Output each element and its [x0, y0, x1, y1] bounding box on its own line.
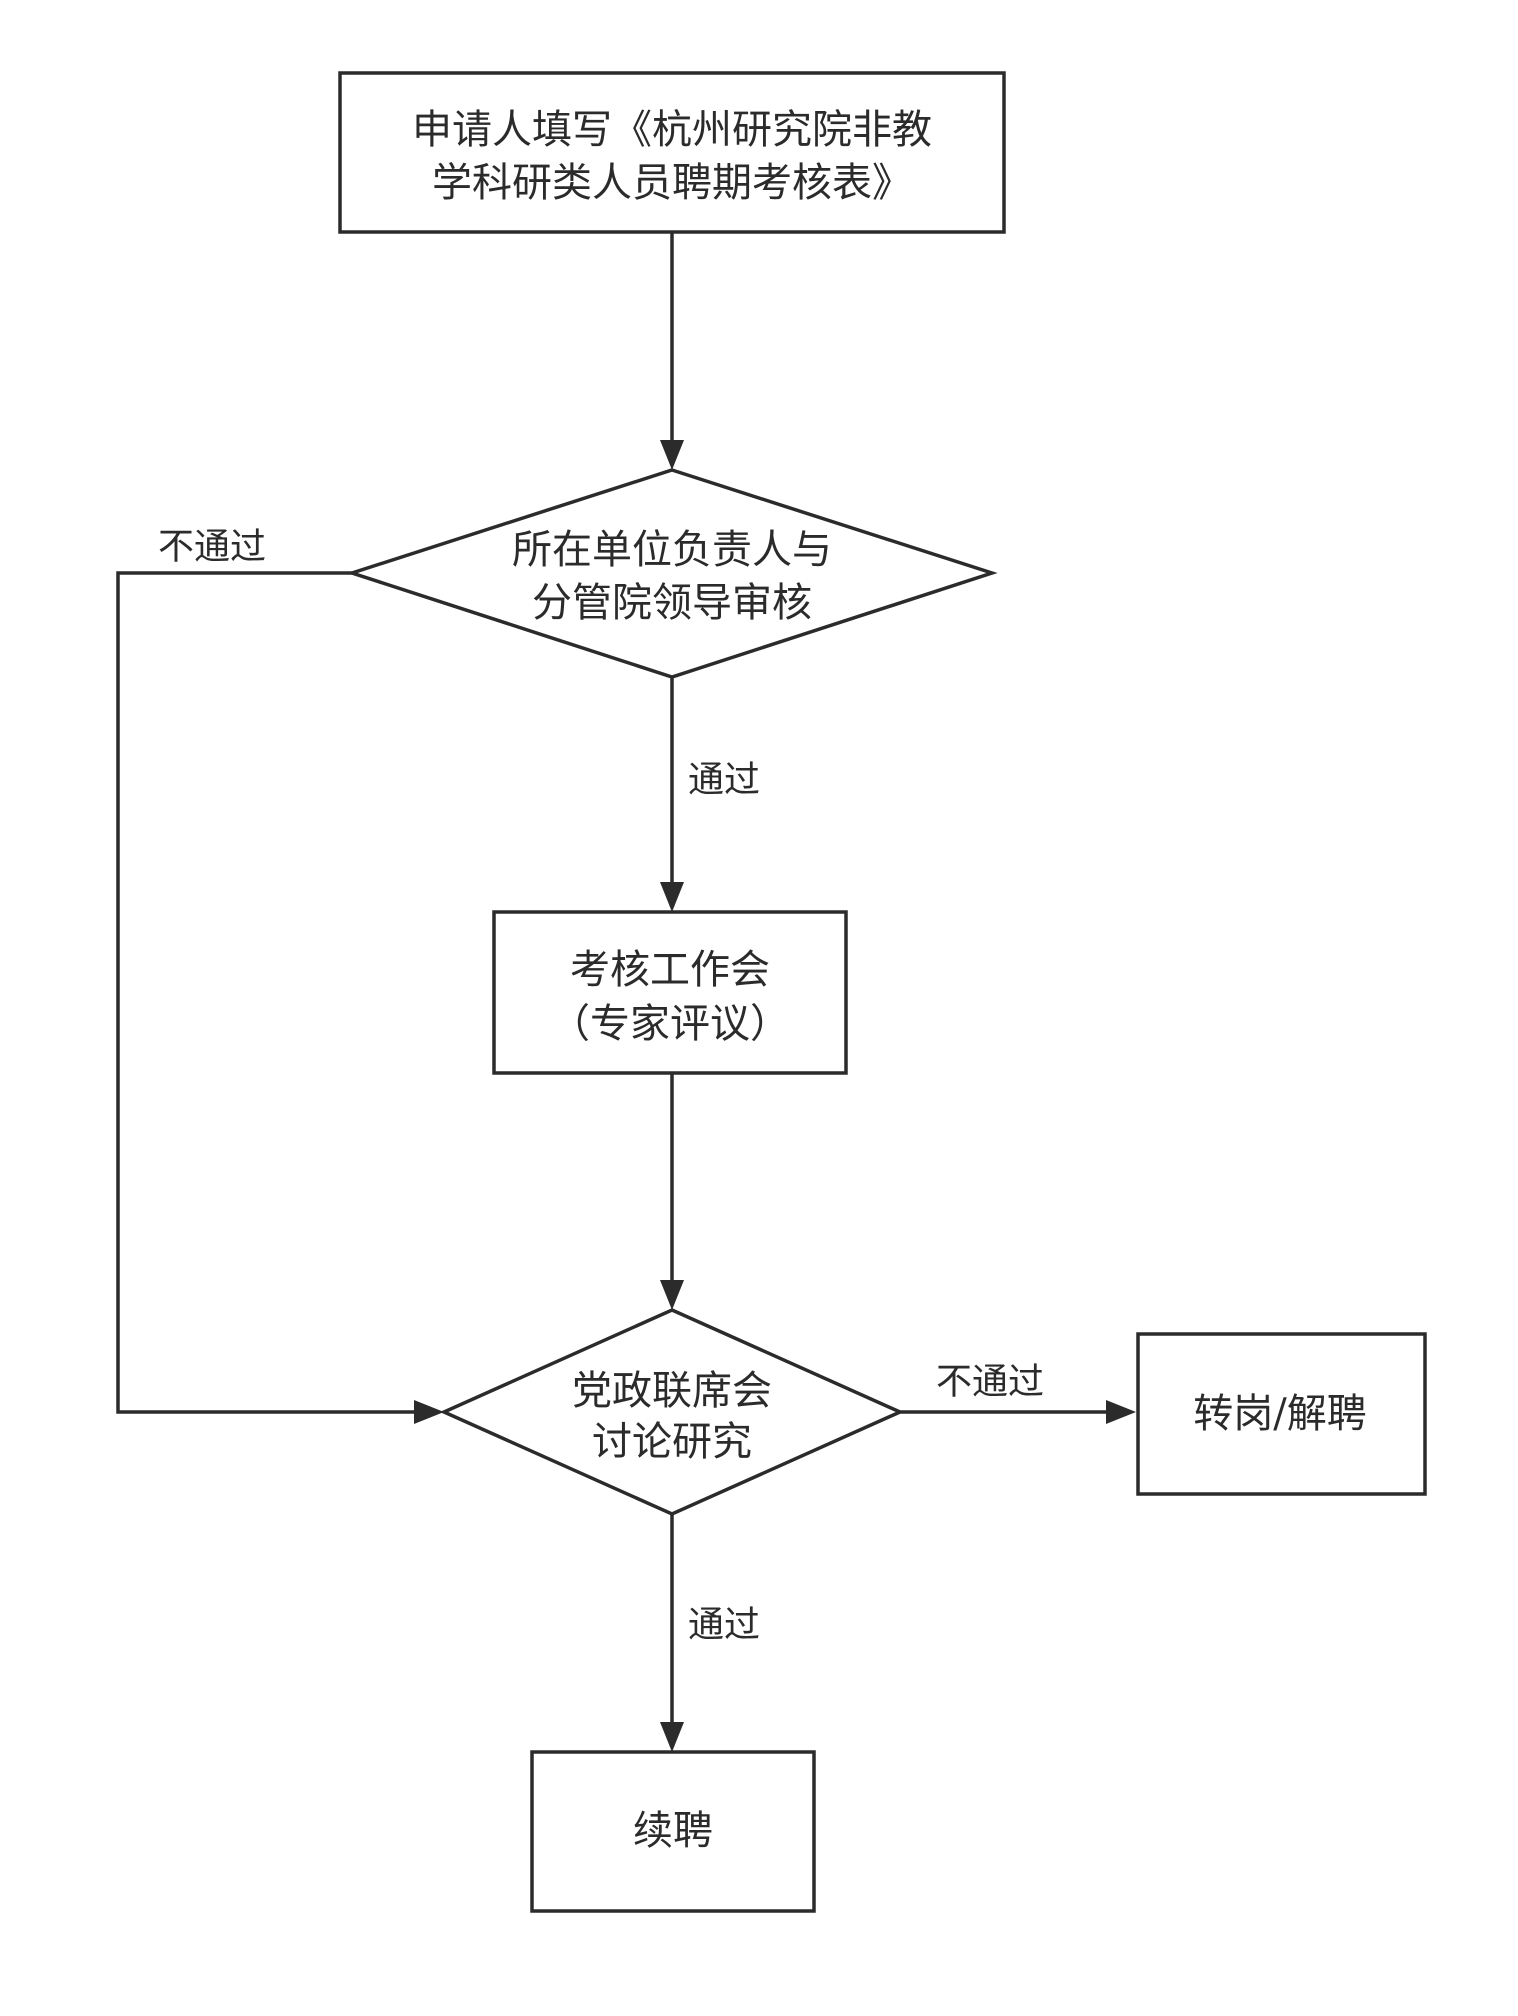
node-assessment-meeting: 考核工作会 （专家评议） [492, 910, 848, 1075]
node-unit-review-line1: 所在单位负责人与 [512, 527, 832, 573]
node-unit-review-line2: 分管院领导审核 [532, 580, 812, 626]
arrowhead-icon [660, 440, 684, 470]
node-joint-line2: 讨论研究 [592, 1419, 752, 1465]
arrowhead-icon [414, 1400, 444, 1424]
arrowhead-icon [660, 1722, 684, 1752]
edge-label-unit-pass: 通过 [688, 760, 760, 801]
node-apply-line1: 申请人填写《杭州研究院非教 [412, 107, 932, 153]
node-transfer: 转岗/解聘 [1136, 1332, 1427, 1496]
arrowhead-icon [660, 882, 684, 912]
edge-joint-fail [900, 1400, 1136, 1424]
node-assessment-line2: （专家评议） [550, 1001, 790, 1047]
arrowhead-icon [660, 1280, 684, 1310]
edge-apply-to-unit-review [660, 232, 684, 470]
node-renew: 续聘 [530, 1750, 816, 1913]
edge-unit-review-pass [660, 677, 684, 912]
node-transfer-label: 转岗/解聘 [1193, 1391, 1366, 1437]
edge-joint-pass [660, 1514, 684, 1752]
node-renew-label: 续聘 [633, 1808, 713, 1854]
arrowhead-icon [1106, 1400, 1136, 1424]
node-apply-line2: 学科研类人员聘期考核表》 [432, 160, 912, 206]
edge-assessment-to-joint [660, 1073, 684, 1310]
node-assessment-line1: 考核工作会 [570, 947, 770, 993]
node-joint-meeting: 党政联席会 讨论研究 [439, 1308, 905, 1516]
edge-label-joint-fail: 不通过 [936, 1362, 1044, 1403]
edge-label-unit-fail: 不通过 [158, 527, 266, 568]
node-unit-review: 所在单位负责人与 分管院领导审核 [346, 468, 998, 679]
edge-label-joint-pass: 通过 [688, 1605, 760, 1646]
node-apply: 申请人填写《杭州研究院非教 学科研类人员聘期考核表》 [338, 71, 1006, 234]
edge-unit-review-fail [116, 571, 444, 1424]
node-joint-line1: 党政联席会 [572, 1368, 772, 1414]
